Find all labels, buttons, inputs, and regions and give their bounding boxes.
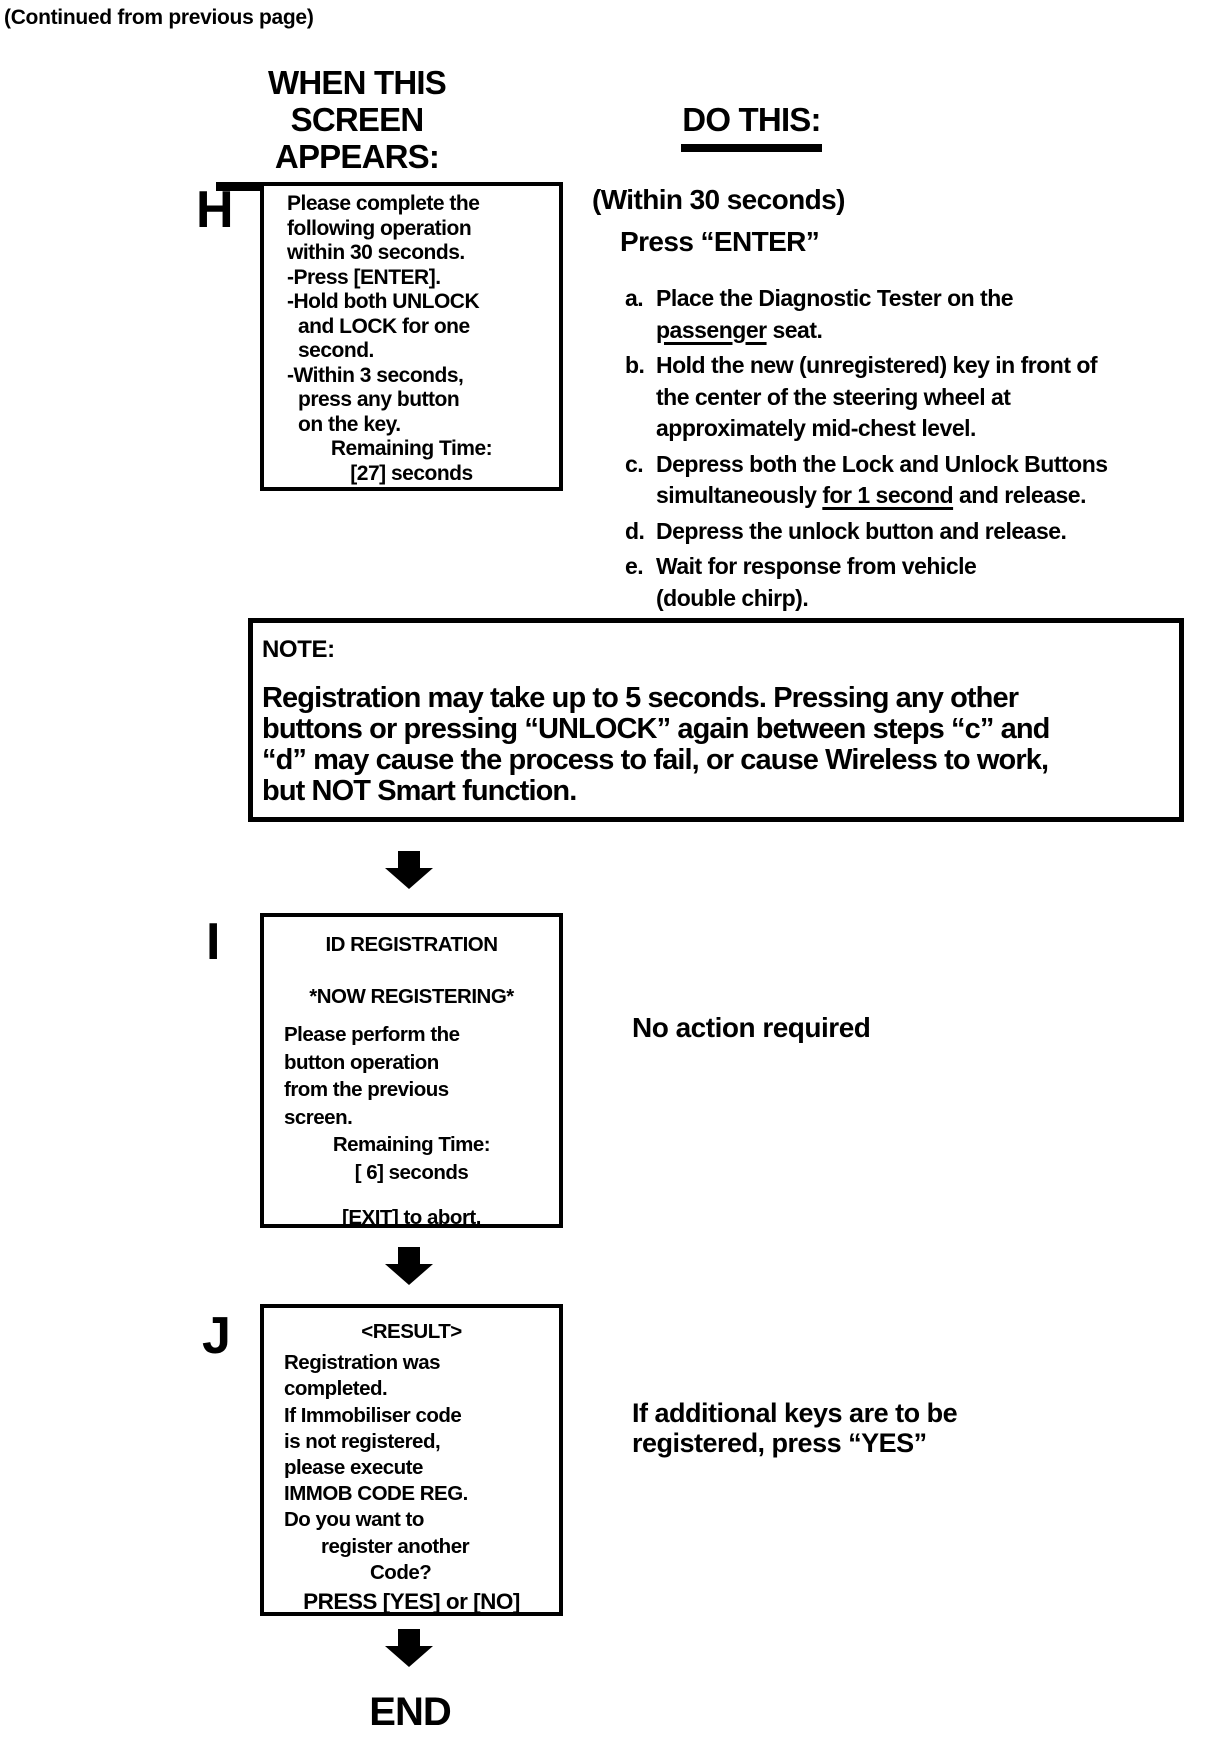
step-a: a. Place the Diagnostic Tester on the pa… (625, 283, 1210, 346)
screen-h-line: following operation (287, 216, 472, 240)
screen-box-h: Please complete the following operation … (260, 182, 563, 491)
note-title: NOTE: (262, 636, 335, 663)
screen-h-remaining-time-value: [27] seconds (350, 461, 473, 485)
step-text: Place the Diagnostic Tester on the passe… (656, 285, 1014, 343)
screen-box-i: ID REGISTRATION *NOW REGISTERING* Please… (260, 913, 563, 1229)
screen-h-line: within 30 seconds. (287, 241, 465, 264)
instruction-steps-list: a. Place the Diagnostic Tester on the pa… (625, 283, 1210, 618)
step-e: e. Wait for response from vehicle (doubl… (625, 551, 1210, 614)
within-30-seconds-note: (Within 30 seconds) (592, 184, 845, 215)
screen-h-line: second. (298, 339, 374, 362)
step-marker: b. (625, 352, 645, 378)
screen-i-exit-line: [EXIT] to abort. (342, 1206, 481, 1229)
screen-h-line: and LOCK for one (298, 314, 470, 338)
screen-h-line: -Hold both UNLOCK (287, 290, 480, 313)
screen-h-remaining-time-label: Remaining Time: (330, 437, 493, 460)
step-text: Hold the new (unregistered) key in front… (656, 352, 1098, 441)
step-text: Depress both the Lock and Unlock Buttons… (656, 450, 1108, 509)
step-b: b. Hold the new (unregistered) key in fr… (625, 350, 1210, 445)
additional-keys-instruction: If additional keys are to be registered,… (632, 1398, 958, 1458)
note-box: NOTE: Registration may take up to 5 seco… (248, 618, 1184, 822)
step-marker: e. (625, 553, 644, 579)
screen-i-paragraph: Please perform the button operation from… (284, 1023, 460, 1129)
screen-h-line: press any button (298, 388, 460, 411)
press-enter-instruction: Press “ENTER” (620, 226, 820, 257)
down-arrow-icon (385, 1629, 433, 1667)
header-underline (681, 144, 822, 152)
step-c: c. Depress both the Lock and Unlock Butt… (625, 449, 1210, 512)
screen-h-line: Please complete the (287, 192, 480, 215)
note-paragraph: Registration may take up to 5 seconds. P… (262, 682, 1050, 807)
screen-i-remaining-time-label: Remaining Time: (332, 1133, 491, 1156)
screen-h-line: -Press [ENTER]. (287, 265, 441, 289)
screen-label-j: J (202, 1307, 231, 1365)
screen-h-line: -Within 3 seconds, (287, 363, 464, 387)
screen-box-j: <RESULT> Registration was completed. If … (260, 1304, 563, 1616)
no-action-required-text: No action required (632, 1012, 871, 1043)
screen-i-status: *NOW REGISTERING* (309, 984, 514, 1008)
screen-j-paragraph: Registration was completed. If Immobilis… (284, 1351, 470, 1584)
header-line-1: WHEN THIS (268, 64, 447, 101)
header-text: DO THIS: (682, 101, 821, 138)
continued-note: (Continued from previous page) (4, 6, 314, 29)
step-text: Wait for response from vehicle (double c… (656, 553, 977, 611)
screen-h-line: on the key. (298, 412, 401, 436)
end-label: END (369, 1690, 451, 1734)
step-text: Depress the unlock button and release. (656, 517, 1067, 544)
step-marker: c. (625, 450, 644, 477)
screen-label-h: H (196, 181, 234, 239)
screen-j-title: <RESULT> (361, 1320, 462, 1343)
down-arrow-icon (385, 851, 433, 889)
column-header-when-this-screen-appears: WHEN THIS SCREEN APPEARS: (216, 64, 498, 191)
header-line-2: SCREEN APPEARS: (274, 101, 440, 175)
screen-i-remaining-time-value: [ 6] seconds (354, 1160, 469, 1184)
down-arrow-icon (385, 1247, 433, 1285)
screen-i-title: ID REGISTRATION (325, 933, 498, 956)
screen-label-i: I (206, 913, 220, 971)
step-marker: a. (625, 285, 644, 311)
column-header-do-this: DO THIS: (681, 101, 822, 152)
screen-j-press-line: PRESS [YES] or [NO] (303, 1589, 520, 1615)
step-marker: d. (625, 517, 645, 544)
step-d: d. Depress the unlock button and release… (625, 516, 1210, 548)
